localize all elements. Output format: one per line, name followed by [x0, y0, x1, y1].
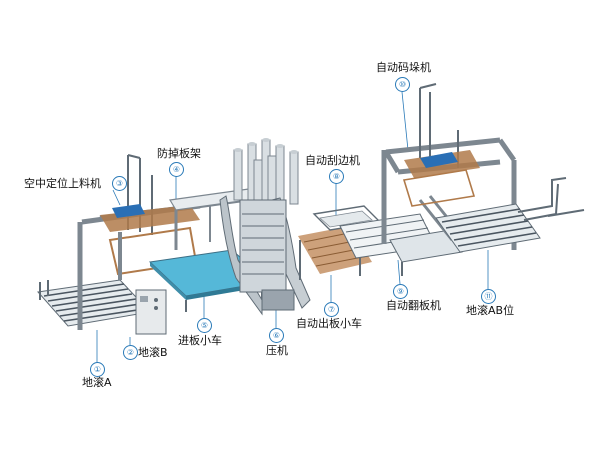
label-ground-roller-b: 地滚B — [138, 346, 168, 359]
marker-auto-board-flipper: ⑨ — [393, 284, 408, 299]
label-press: 压机 — [266, 344, 288, 357]
label-auto-stacker: 自动码垛机 — [376, 61, 431, 74]
marker-auto-edge-scraper: ⑧ — [329, 169, 344, 184]
press-machine — [219, 138, 311, 316]
label-auto-board-flipper: 自动翻板机 — [386, 299, 441, 312]
label-infeed-cart: 进板小车 — [178, 334, 222, 347]
marker-press: ⑥ — [269, 328, 284, 343]
ground-roller-ab-machine — [435, 177, 585, 253]
marker-ground-roller-b: ② — [123, 345, 138, 360]
control-cabinet — [135, 289, 167, 335]
marker-infeed-cart: ⑤ — [197, 318, 212, 333]
marker-anti-drop-plate-rack: ④ — [169, 162, 184, 177]
ground-roller-a-machine — [37, 279, 152, 327]
label-ground-roller-a: 地滚A — [82, 376, 112, 389]
label-ground-roller-ab: 地滚AB位 — [466, 304, 515, 317]
marker-auto-outfeed-cart: ⑦ — [324, 302, 339, 317]
auto-stacker-machine — [381, 83, 517, 250]
marker-air-positioning-loader: ③ — [112, 176, 127, 191]
label-air-positioning-loader: 空中定位上料机 — [24, 177, 101, 190]
label-auto-outfeed-cart: 自动出板小车 — [296, 317, 362, 330]
label-auto-edge-scraper: 自动刮边机 — [305, 154, 360, 167]
marker-ground-roller-ab: ⑪ — [481, 289, 496, 304]
marker-auto-stacker: ⑩ — [395, 77, 410, 92]
marker-ground-roller-a: ① — [90, 362, 105, 377]
label-anti-drop-plate-rack: 防掉板架 — [157, 147, 201, 160]
